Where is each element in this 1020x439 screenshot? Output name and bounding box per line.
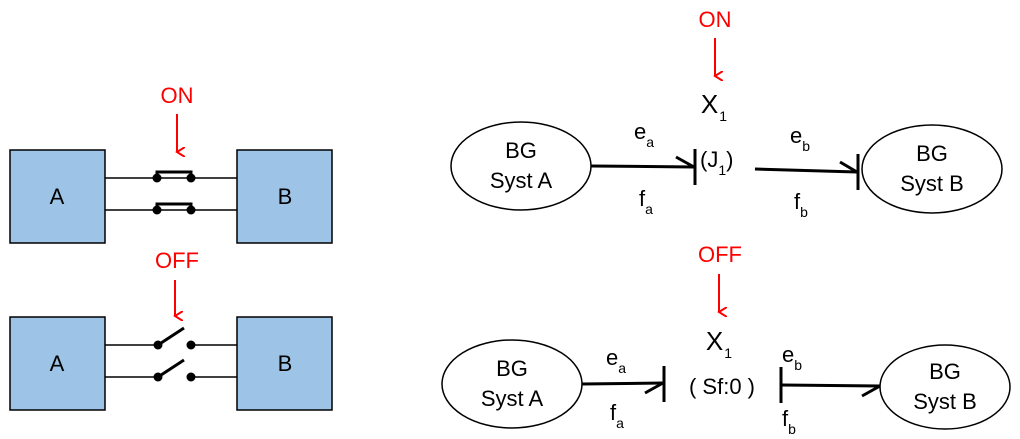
left-on-box-b-label: B: [278, 184, 293, 209]
left-off-box-b: [236, 316, 333, 411]
right-off-effort-a: ea: [606, 345, 626, 376]
right-on-junction: (J1): [700, 147, 733, 178]
left-on-closed-switch: [105, 170, 237, 215]
right-on-syst-a-line2: Syst A: [490, 168, 553, 193]
right-off-effort-b: eb: [782, 342, 802, 373]
right-on-effort-a: ea: [634, 119, 654, 150]
right-off-bond-b: [779, 367, 881, 403]
right-on-effort-b: eb: [790, 123, 810, 154]
right-on-syst-b: [861, 124, 1003, 214]
right-off-flow-a: fa: [610, 400, 624, 431]
right-off-syst-b-line1: BG: [929, 359, 961, 384]
right-on-flow-b: fb: [794, 189, 808, 220]
left-on-label: ON: [161, 83, 194, 108]
right-on-bond-a: [590, 149, 697, 185]
right-off-flow-b: fb: [782, 406, 796, 437]
right-on-syst-a: [450, 121, 592, 211]
right-off-junction-var: X1: [706, 326, 732, 361]
right-off-syst-a-line1: BG: [496, 356, 528, 381]
right-off-bond-a: [581, 366, 666, 402]
right-on-syst-b-line2: Syst B: [900, 171, 964, 196]
left-off-open-switch: [105, 326, 237, 382]
left-on-group: ON A B: [9, 83, 333, 244]
left-off-box-a-label: A: [50, 351, 65, 376]
right-off-syst-a: [441, 339, 583, 429]
left-on-box-a: [9, 149, 106, 244]
right-off-element: ( Sf:0 ): [689, 374, 755, 399]
right-on-syst-b-line1: BG: [916, 141, 948, 166]
right-off-group: OFF X1 BG Syst A BG Syst B ( Sf:0 ) ea f…: [441, 242, 1011, 437]
left-off-box-b-label: B: [278, 351, 293, 376]
left-on-box-a-label: A: [50, 184, 65, 209]
left-off-box-a: [9, 316, 106, 411]
right-off-syst-a-line2: Syst A: [481, 386, 544, 411]
left-off-group: OFF A B: [9, 248, 333, 411]
right-on-bond-b: [754, 154, 860, 190]
right-off-syst-b-line2: Syst B: [913, 389, 977, 414]
left-off-label: OFF: [155, 248, 199, 273]
left-on-box-b: [236, 149, 333, 244]
right-off-label: OFF: [698, 242, 742, 267]
right-off-syst-b: [879, 344, 1011, 430]
right-on-flow-a: fa: [639, 186, 653, 217]
right-on-group: ON X1 BG Syst A BG Syst B (J1) ea fa eb …: [450, 7, 1003, 220]
right-on-junction-var: X1: [701, 89, 727, 124]
right-on-label: ON: [699, 7, 732, 32]
right-on-syst-a-line1: BG: [505, 138, 537, 163]
